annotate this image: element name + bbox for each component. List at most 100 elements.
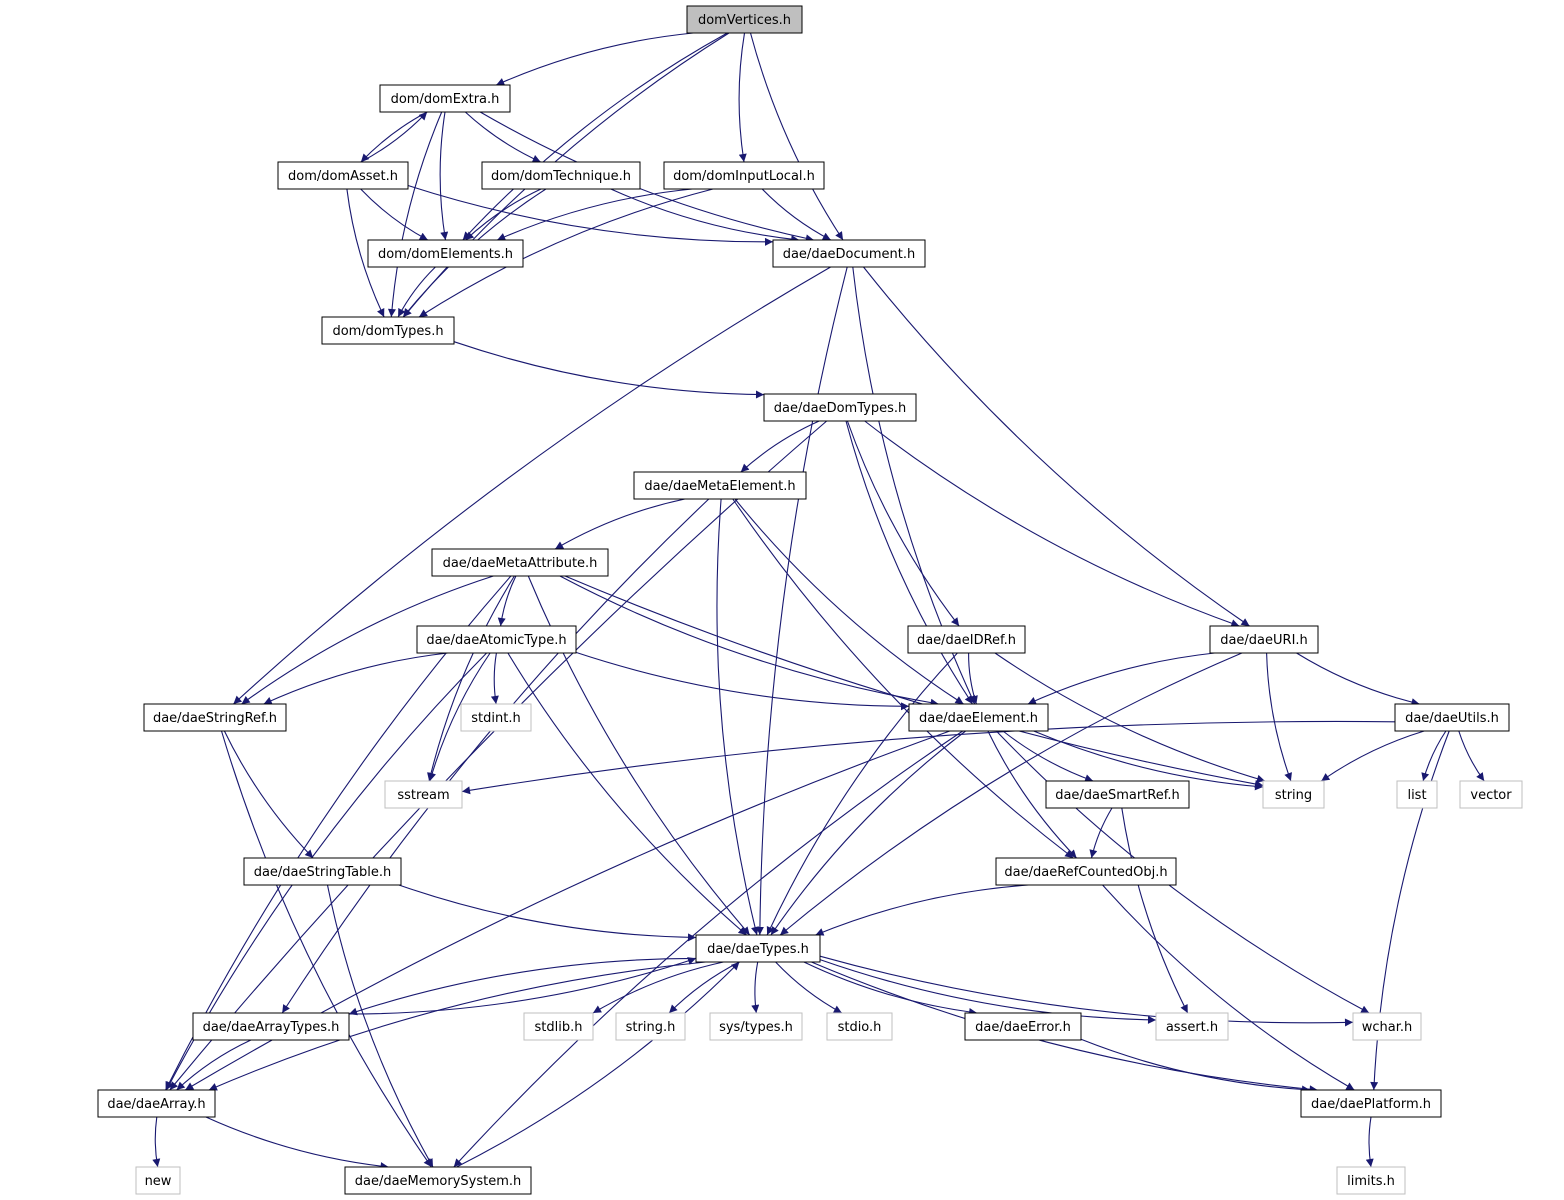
node-vector: vector [1459,780,1523,809]
node-box [1045,780,1190,809]
edge-layer [152,32,1485,1171]
node-label: stdio.h [838,1020,882,1035]
node-label: dae/daeSmartRef.h [1055,788,1180,803]
node-dae-string-table[interactable]: dae/daeStringTable.h [243,857,402,886]
edge-dae-ref-counted-obj-to-dae-types [815,884,1029,936]
node-dom-extra[interactable]: dom/domExtra.h [379,84,511,113]
node-label: dae/daeRefCountedObj.h [1004,865,1167,880]
edge-dae-memory-system-to-dae-types [456,961,740,1168]
node-box [1459,780,1523,809]
edge-dom-technique-to-dae-document [610,188,800,244]
edge-dae-meta-attribute-to-dae-atomic-type [497,575,517,627]
node-dae-utils[interactable]: dae/daeUtils.h [1394,703,1510,732]
node-dae-smart-ref[interactable]: dae/daeSmartRef.h [1045,780,1190,809]
node-limits: limits.h [1336,1166,1406,1195]
node-box [826,1012,893,1041]
edge-dae-utils-to-dae-platform [1370,730,1450,1091]
node-label: dae/daeArray.h [107,1097,205,1112]
node-dae-memory-system[interactable]: dae/daeMemorySystem.h [344,1166,532,1195]
node-dae-element[interactable]: dae/daeElement.h [908,703,1049,732]
node-dae-document[interactable]: dae/daeDocument.h [772,239,926,268]
node-stringh: string.h [615,1012,686,1041]
node-label: dom/domTypes.h [332,324,443,339]
edge-dom-asset-to-dom-elements [360,188,429,241]
edge-dae-element-to-dae-types [770,730,966,936]
edge-dae-meta-element-to-dae-meta-attribute [554,498,686,550]
node-label: dae/daeDocument.h [783,247,916,262]
node-new: new [135,1166,181,1195]
edge-dae-types-to-dae-array-types [348,957,697,1016]
node-label: sys/types.h [719,1020,793,1035]
node-dom-types[interactable]: dom/domTypes.h [321,316,455,345]
edge-dae-utils-to-string [1320,730,1425,782]
node-label: dae/daeMetaAttribute.h [443,556,598,571]
edge-dae-ref-counted-obj-to-dae-platform [1102,884,1355,1091]
node-string: string [1262,780,1325,809]
edge-dae-uri-to-string [1266,652,1292,782]
node-label: dom/domAsset.h [288,169,398,184]
edge-dae-types-to-wchar [819,955,1354,1027]
node-box [243,857,402,886]
node-dae-string-ref[interactable]: dae/daeStringRef.h [143,703,287,732]
node-dae-array[interactable]: dae/daeArray.h [97,1089,216,1118]
node-box [367,239,524,268]
node-dom-asset[interactable]: dom/domAsset.h [277,161,409,190]
node-dae-array-types[interactable]: dae/daeArrayTypes.h [192,1012,350,1041]
node-label: assert.h [1166,1020,1218,1035]
node-label: dom/domTechnique.h [491,169,631,184]
node-dom-technique[interactable]: dom/domTechnique.h [481,161,641,190]
edge-dae-dom-types-to-dae-uri [864,420,1240,628]
node-box [663,161,825,190]
edge-dae-idref-to-string [994,652,1266,783]
node-dae-uri[interactable]: dae/daeURI.h [1209,625,1319,654]
edge-dae-meta-attribute-to-sstream [427,575,515,782]
node-dae-meta-element[interactable]: dae/daeMetaElement.h [633,471,807,500]
node-layer: domVertices.h dom/domExtra.h dom/domAsset.… [97,5,1523,1195]
node-box [192,1012,350,1041]
node-dae-ref-counted-obj[interactable]: dae/daeRefCountedObj.h [995,857,1177,886]
edge-dom-asset-to-dom-extra [360,111,428,163]
node-label: vector [1470,788,1512,803]
edge-dae-meta-element-to-dae-array-types [281,498,710,1014]
node-label: dae/daePlatform.h [1311,1097,1431,1112]
edge-dae-utils-to-sstream [461,720,1396,795]
node-box [964,1012,1082,1041]
node-dae-types[interactable]: dae/daeTypes.h [695,934,821,963]
node-box [379,84,511,113]
node-label: dae/daeStringRef.h [153,711,277,726]
node-stdint: stdint.h [460,703,532,732]
node-label: dae/daeURI.h [1220,633,1308,648]
edge-dom-types-to-dae-dom-types [453,341,765,399]
edge-dae-dom-types-to-dae-element [845,420,973,705]
node-dae-error[interactable]: dae/daeError.h [964,1012,1082,1041]
node-dae-dom-types[interactable]: dae/daeDomTypes.h [763,393,917,422]
edge-dae-uri-to-dae-types [779,652,1243,936]
node-dom-elements[interactable]: dom/domElements.h [367,239,524,268]
edge-dae-string-ref-to-dae-string-table [223,730,314,859]
node-box [1394,703,1510,732]
node-dom-input-local[interactable]: dom/domInputLocal.h [663,161,825,190]
node-label: wchar.h [1362,1020,1413,1035]
edge-dom-asset-to-dom-types [346,188,385,318]
edge-dae-array-to-new [152,1116,161,1168]
edge-dom-vertices-to-dom-input-local [738,32,747,163]
node-box [97,1089,216,1118]
edge-dae-atomic-type-to-dae-types [507,652,747,936]
node-dae-meta-attribute[interactable]: dae/daeMetaAttribute.h [431,548,609,577]
node-box [1209,625,1319,654]
node-box [686,5,803,34]
edge-dae-types-to-dae-array [208,961,706,1091]
node-dae-atomic-type[interactable]: dae/daeAtomicType.h [416,625,577,654]
node-box [481,161,641,190]
node-label: dae/daeIDRef.h [917,633,1016,648]
node-box [431,548,609,577]
node-box [277,161,409,190]
edge-dae-atomic-type-to-stdint [490,652,499,705]
node-box [772,239,926,268]
node-box [1352,1012,1422,1041]
node-dae-platform[interactable]: dae/daePlatform.h [1300,1089,1442,1118]
node-stdlib: stdlib.h [523,1012,594,1041]
node-dae-idref[interactable]: dae/daeIDRef.h [907,625,1026,654]
node-dom-vertices[interactable]: domVertices.h [686,5,803,34]
node-box [416,625,577,654]
